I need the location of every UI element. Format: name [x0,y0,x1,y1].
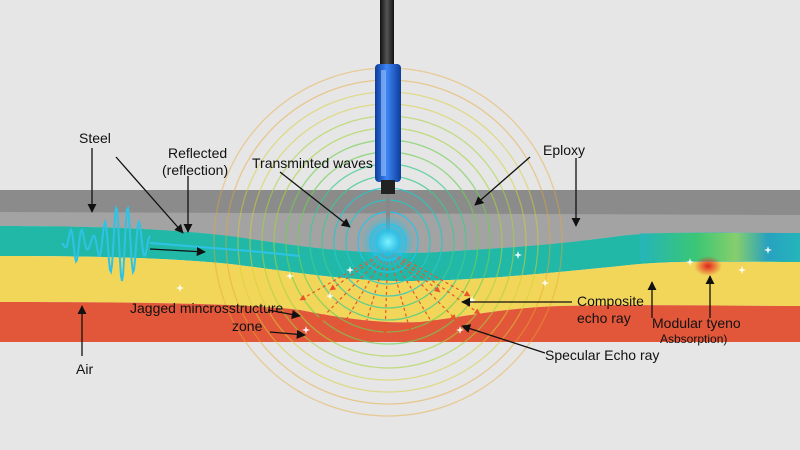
label-epoxy: Eploxy [543,142,585,158]
sparkle-icon [326,292,334,300]
label-composite: Composite [577,293,644,309]
label-air: Air [76,361,93,377]
echo-ray [299,249,389,301]
reflected-arrow-c-icon [149,247,206,257]
specular-arrow-icon [461,324,546,354]
air-layer [0,302,800,342]
sparkle-icon [514,251,522,259]
callout-arrows [77,148,715,356]
echo-ray [387,249,471,297]
probe-cable [380,0,394,68]
sparkle-icon [686,258,694,266]
sparkle-icon [346,266,354,274]
sparkle-icon [738,266,746,274]
sparkle-icon [468,296,476,304]
probe-body [375,64,401,182]
probe-highlight [381,70,386,176]
sparkles [176,246,772,334]
labels: Steel Reflected (reflection) Transminted… [76,130,741,377]
label-jagged-microstructure: Jagged mincrosstructure [130,300,284,316]
sparkle-icon [176,284,184,292]
sparkle-icon [456,326,464,334]
sparkle-icon [302,326,310,334]
probe-emission-glow [360,214,416,270]
label-composite-echo-ray: echo ray [577,310,631,326]
jagged-arrow-icon [267,309,301,319]
label-reflection: (reflection) [162,162,228,178]
label-modular: Modular tyeno [652,315,741,331]
label-transmitted-waves: Transminted waves [252,155,373,171]
transmitted-arrow-icon [279,171,351,228]
reflected-waveform-path [61,205,151,282]
absorption-hotspot [694,256,722,276]
echo-ray [317,249,389,323]
ultrasonic-probe-icon [360,0,416,270]
sparkle-icon [286,272,294,280]
label-specular-echo-ray: Specular Echo ray [545,347,659,363]
jagged-zone-arrow-icon [269,329,306,339]
absorption-spectrum-band [640,233,800,261]
label-reflected: Reflected [168,145,227,161]
probe-tip-base [381,180,395,194]
echo-ray [387,249,457,321]
waveform-tail [149,242,301,257]
label-jagged-zone: zone [232,318,263,334]
label-steel: Steel [79,130,111,146]
waveform [61,205,301,282]
label-absorption: Asbsorption) [660,332,727,346]
epoxy-arrow-a-icon [474,156,531,206]
echo-ray [387,249,441,293]
composite-layer [0,256,800,323]
sparkle-icon [541,279,549,287]
reflected-arrow-a-icon [115,156,184,234]
sparkle-icon [764,246,772,254]
